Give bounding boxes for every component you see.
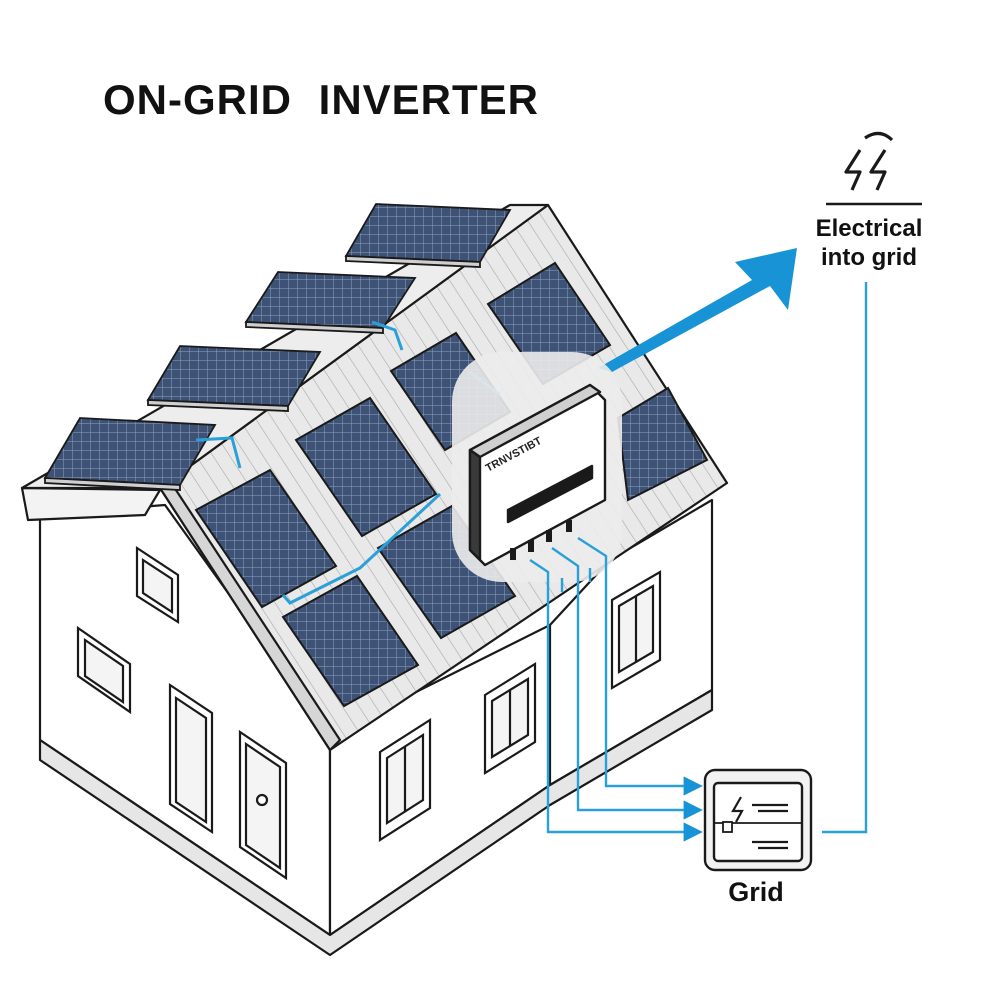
window-right xyxy=(610,570,662,690)
solar-panel xyxy=(616,386,709,502)
grid-feed-line xyxy=(822,282,868,834)
house-openings xyxy=(76,545,662,881)
solar-panel xyxy=(344,203,512,268)
lightning-icon xyxy=(826,131,922,206)
solar-panel xyxy=(281,574,420,708)
ac-cables xyxy=(529,282,868,842)
door-left xyxy=(168,682,214,835)
solar-panel xyxy=(43,417,217,491)
page-title: ON-GRID INVERTER xyxy=(103,76,540,123)
door-right xyxy=(238,729,288,881)
window-front-2 xyxy=(483,662,537,775)
solar-panel xyxy=(376,504,517,640)
lightning-icon xyxy=(731,796,744,823)
window-gable xyxy=(135,545,180,625)
solar-panel xyxy=(244,271,417,334)
power-to-grid-arrow xyxy=(598,248,797,372)
window-left-1 xyxy=(76,625,132,715)
electrical-into-grid-label: Electrical into grid xyxy=(796,214,942,272)
label-line-1: Electrical xyxy=(815,215,923,242)
inverter: TRNVSTIBT xyxy=(452,352,622,582)
window-front-1 xyxy=(378,717,432,843)
grid-meter xyxy=(703,768,813,872)
solar-panel xyxy=(146,345,322,412)
solar-panel xyxy=(294,396,438,538)
grid-label: Grid xyxy=(728,877,784,907)
solar-panels-back xyxy=(43,203,512,491)
label-line-2: into grid xyxy=(821,244,917,271)
solar-panel xyxy=(194,468,338,609)
